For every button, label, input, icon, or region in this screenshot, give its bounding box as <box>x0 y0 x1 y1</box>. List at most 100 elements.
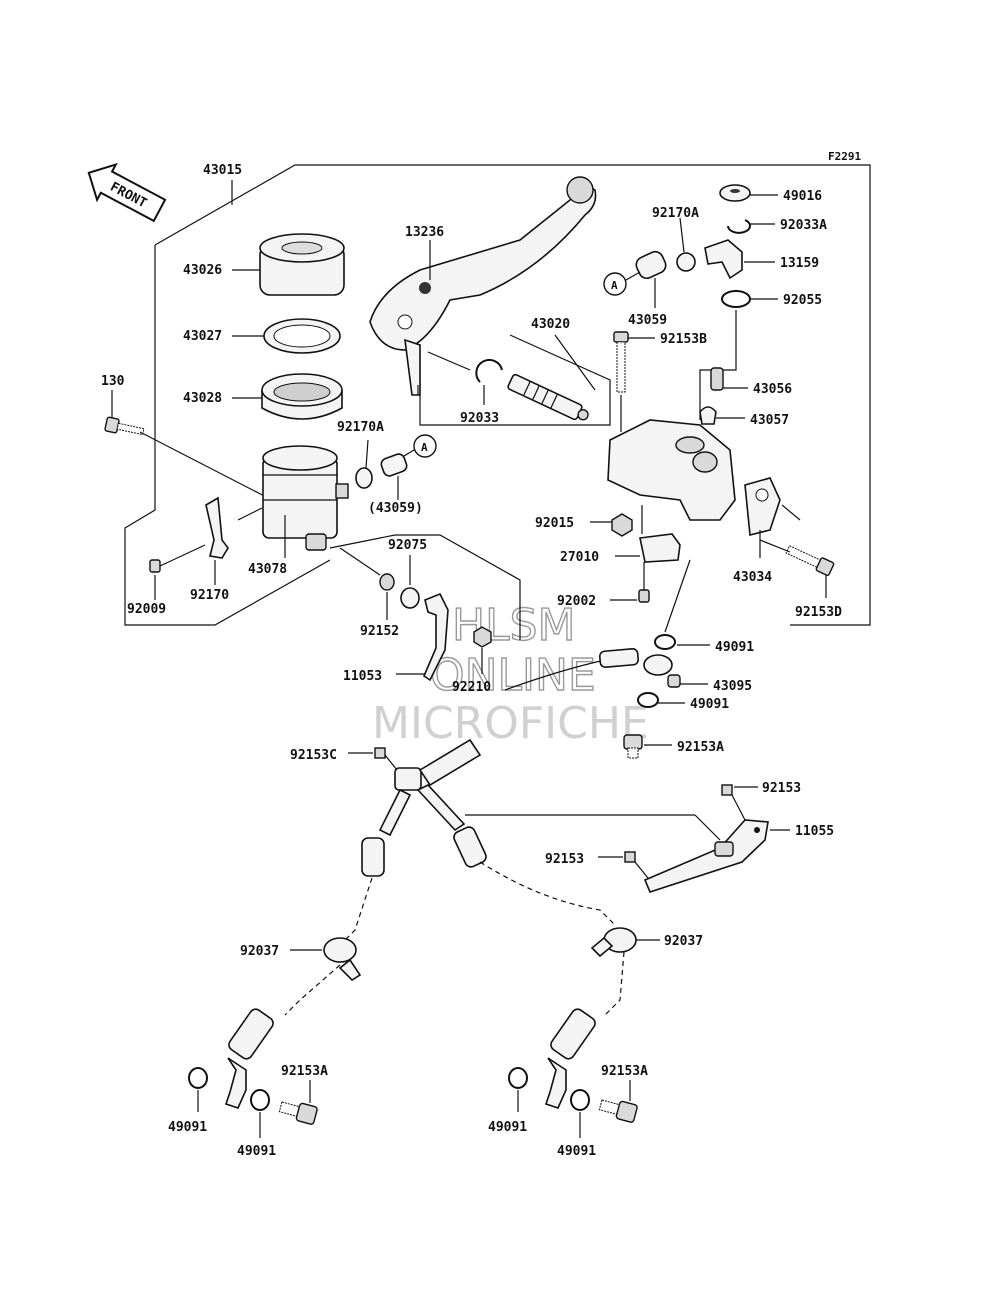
brake-switch <box>639 533 681 563</box>
banjo-bolt-92153A-a <box>623 734 643 759</box>
bracket-11053 <box>423 592 449 682</box>
svg-text:A: A <box>421 441 428 454</box>
svg-text:A: A <box>611 279 618 292</box>
label-92153-a: 92153 <box>762 781 801 796</box>
front-arrow-icon: FRONT <box>87 162 167 223</box>
cap-49016 <box>719 184 751 202</box>
label-92153A-c: 92153A <box>601 1064 648 1079</box>
reservoir-cap <box>259 233 345 296</box>
reservoir-diaphragm-plate <box>263 318 341 354</box>
reservoir-tank <box>262 445 349 551</box>
brake-lever <box>369 176 597 396</box>
label-43059-top: 43059 <box>628 313 667 328</box>
label-92153B: 92153B <box>660 332 707 347</box>
label-92152: 92152 <box>360 624 399 639</box>
watermark-line-2: ONLINE <box>430 650 596 701</box>
hose-clamp-top <box>676 252 696 272</box>
banjo-bolt-92153A-b <box>278 1101 318 1125</box>
hose-right <box>453 826 637 1109</box>
label-92055: 92055 <box>783 293 822 308</box>
reservoir-hose-mid <box>380 453 408 477</box>
nut-92015 <box>611 513 633 537</box>
label-92210: 92210 <box>452 680 491 695</box>
master-cylinder-body <box>607 419 781 537</box>
washer-49091-b <box>637 692 659 708</box>
washer-49091-c <box>188 1067 208 1089</box>
washer-49091-a <box>654 634 676 650</box>
label-43015: 43015 <box>203 163 242 178</box>
reservoir-diaphragm <box>261 373 343 420</box>
callout-a-top: A <box>603 272 627 296</box>
hose-joint <box>378 738 482 837</box>
label-49091-b: 49091 <box>690 697 729 712</box>
label-92015: 92015 <box>535 516 574 531</box>
piston-assembly <box>507 373 589 421</box>
figure-code: F2291 <box>828 150 861 163</box>
banjo-bolt-92153A-c <box>598 1099 638 1123</box>
label-43059-paren: (43059) <box>368 501 423 516</box>
callout-a-mid: A <box>413 434 437 458</box>
label-13236: 13236 <box>405 225 444 240</box>
label-92033A: 92033A <box>780 218 827 233</box>
label-92153-b: 92153 <box>545 852 584 867</box>
hose-upper <box>504 647 681 691</box>
label-43095: 43095 <box>713 679 752 694</box>
bolt-92153B <box>613 331 629 393</box>
watermark: HLSM ONLINE MICROFICHE <box>372 599 649 749</box>
hose-left <box>224 837 385 1109</box>
bleeder-cap-43057 <box>699 406 717 425</box>
watermark-line-3: MICROFICHE <box>372 698 649 749</box>
label-11055: 11055 <box>795 824 834 839</box>
label-92170: 92170 <box>190 588 229 603</box>
circlip-92033A <box>727 219 751 234</box>
label-43026: 43026 <box>183 263 222 278</box>
label-92037-b: 92037 <box>664 934 703 949</box>
grommet-92075 <box>400 587 420 609</box>
hose-clamp-mid <box>355 467 373 489</box>
oring-92055 <box>721 290 751 308</box>
screw-92153-a <box>721 784 746 821</box>
label-92009: 92009 <box>127 602 166 617</box>
fitting-13159 <box>704 239 743 280</box>
label-92002: 92002 <box>557 594 596 609</box>
label-43028: 43028 <box>183 391 222 406</box>
label-92153A-a: 92153A <box>677 740 724 755</box>
snap-ring <box>475 358 503 383</box>
label-92153C: 92153C <box>290 748 337 763</box>
label-92033: 92033 <box>460 411 499 426</box>
label-49091-a: 49091 <box>715 640 754 655</box>
nut-92210 <box>473 626 492 648</box>
label-49091-e: 49091 <box>488 1120 527 1135</box>
label-43034: 43034 <box>733 570 772 585</box>
screw-92002 <box>638 562 650 603</box>
washer-49091-d <box>250 1089 270 1111</box>
assembly-outline <box>124 164 871 626</box>
label-43027: 43027 <box>183 329 222 344</box>
label-49091-f: 49091 <box>557 1144 596 1159</box>
hose-stay <box>643 819 769 893</box>
label-92037-a: 92037 <box>240 944 279 959</box>
label-43057: 43057 <box>750 413 789 428</box>
label-130: 130 <box>101 374 125 389</box>
screw-92153C <box>374 747 398 771</box>
label-49091-d: 49091 <box>237 1144 276 1159</box>
label-92153D: 92153D <box>795 605 842 620</box>
label-49091-c: 49091 <box>168 1120 207 1135</box>
screw-92009 <box>149 544 206 573</box>
label-43056: 43056 <box>753 382 792 397</box>
watermark-line-1: HLSM <box>452 600 576 651</box>
label-11053: 11053 <box>343 669 382 684</box>
bolt-92153D <box>785 545 835 576</box>
label-92170A-mid: 92170A <box>337 420 384 435</box>
label-92075: 92075 <box>388 538 427 553</box>
label-43020: 43020 <box>531 317 570 332</box>
washer-49091-e <box>508 1067 528 1089</box>
label-92170A-top: 92170A <box>652 206 699 221</box>
label-27010: 27010 <box>560 550 599 565</box>
bleeder-43056 <box>710 367 724 391</box>
washer-49091-f <box>570 1089 590 1111</box>
reservoir-bracket <box>205 496 229 559</box>
reservoir-hose-top <box>635 250 667 280</box>
label-13159: 13159 <box>780 256 819 271</box>
